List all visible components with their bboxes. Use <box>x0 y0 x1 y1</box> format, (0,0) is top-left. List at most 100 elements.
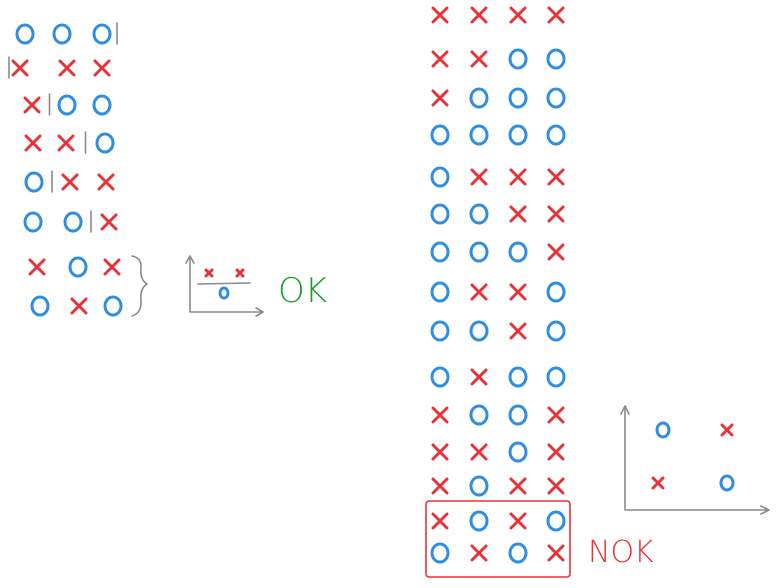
sequence-row <box>28 256 121 278</box>
o-mark <box>508 241 528 263</box>
quad-plot-y-arrow <box>620 405 630 415</box>
sequence-row <box>430 320 566 342</box>
o-mark <box>508 404 528 426</box>
x-mark <box>547 168 565 186</box>
x-mark <box>509 512 527 530</box>
x-mark <box>24 134 42 152</box>
x-mark <box>470 368 488 386</box>
o-mark <box>469 87 489 109</box>
sequence-row <box>431 404 565 426</box>
sequence-row <box>15 22 118 45</box>
x-mark <box>28 258 46 276</box>
x-mark <box>470 544 488 562</box>
sequence-row <box>430 366 566 388</box>
o-mark <box>15 23 35 45</box>
o-mark <box>57 94 77 116</box>
x-mark <box>103 258 121 276</box>
xor-quadrant-plot <box>620 405 770 515</box>
x-mark <box>547 243 565 261</box>
x-mark <box>23 96 41 114</box>
x-mark <box>547 443 565 461</box>
o-mark <box>92 94 112 116</box>
o-mark <box>469 510 489 532</box>
x-mark <box>720 423 734 437</box>
x-mark <box>235 268 245 278</box>
sequence-row <box>430 542 565 564</box>
o-mark <box>23 211 43 233</box>
sequence-row <box>23 210 118 233</box>
x-mark <box>470 50 488 68</box>
x-mark <box>509 283 527 301</box>
o-mark <box>430 166 450 188</box>
o-mark <box>546 366 566 388</box>
o-mark <box>546 124 566 146</box>
sequence-row <box>8 56 111 79</box>
o-mark <box>719 474 735 492</box>
x-mark <box>651 476 665 490</box>
x-mark <box>97 173 115 191</box>
o-mark <box>430 281 450 303</box>
left-sequence-list <box>8 22 123 317</box>
sequence-row <box>430 203 565 225</box>
o-mark <box>546 48 566 70</box>
quad-plot-points <box>651 421 735 492</box>
quad-plot-x-arrow <box>760 505 770 515</box>
sequence-row <box>23 93 112 116</box>
small-plot-separator-line <box>197 282 251 285</box>
x-mark <box>431 443 449 461</box>
x-mark <box>470 443 488 461</box>
sequence-row <box>30 295 123 317</box>
o-mark <box>469 404 489 426</box>
o-mark <box>430 542 450 564</box>
o-mark <box>655 421 671 439</box>
x-mark <box>431 6 449 24</box>
x-mark <box>509 322 527 340</box>
x-mark <box>431 50 449 68</box>
x-mark <box>57 134 75 152</box>
small-plot-axes <box>189 257 263 313</box>
o-mark <box>430 320 450 342</box>
sequence-row <box>431 475 565 497</box>
x-mark <box>11 59 29 77</box>
x-mark <box>547 205 565 223</box>
o-mark <box>546 281 566 303</box>
sequence-row <box>431 87 566 109</box>
sequence-row <box>431 48 566 70</box>
o-mark <box>430 124 450 146</box>
x-mark <box>431 512 449 530</box>
x-mark <box>509 168 527 186</box>
x-mark <box>547 6 565 24</box>
x-mark <box>547 406 565 424</box>
small-separable-plot <box>185 255 264 317</box>
x-mark <box>100 213 118 231</box>
o-mark <box>52 23 72 45</box>
x-mark <box>431 89 449 107</box>
o-mark <box>68 256 88 278</box>
nok-label: NOK <box>588 535 654 570</box>
sequence-row <box>430 241 565 263</box>
x-mark <box>470 6 488 24</box>
sequence-row <box>430 124 566 146</box>
o-mark <box>469 203 489 225</box>
x-mark <box>431 406 449 424</box>
small-plot-points <box>204 268 245 300</box>
o-mark <box>469 124 489 146</box>
o-mark <box>508 441 528 463</box>
o-mark <box>95 132 115 154</box>
o-mark <box>430 366 450 388</box>
o-mark <box>469 320 489 342</box>
curly-brace <box>131 255 148 317</box>
x-mark <box>93 59 111 77</box>
x-mark <box>61 173 79 191</box>
x-mark <box>204 268 214 278</box>
o-mark <box>30 295 50 317</box>
o-mark <box>508 542 528 564</box>
x-mark <box>58 59 76 77</box>
sequence-row <box>431 510 566 532</box>
o-mark <box>24 171 44 193</box>
small-plot-y-arrow <box>185 255 195 264</box>
small-plot-x-arrow <box>255 307 264 317</box>
x-mark <box>470 283 488 301</box>
o-mark <box>546 87 566 109</box>
